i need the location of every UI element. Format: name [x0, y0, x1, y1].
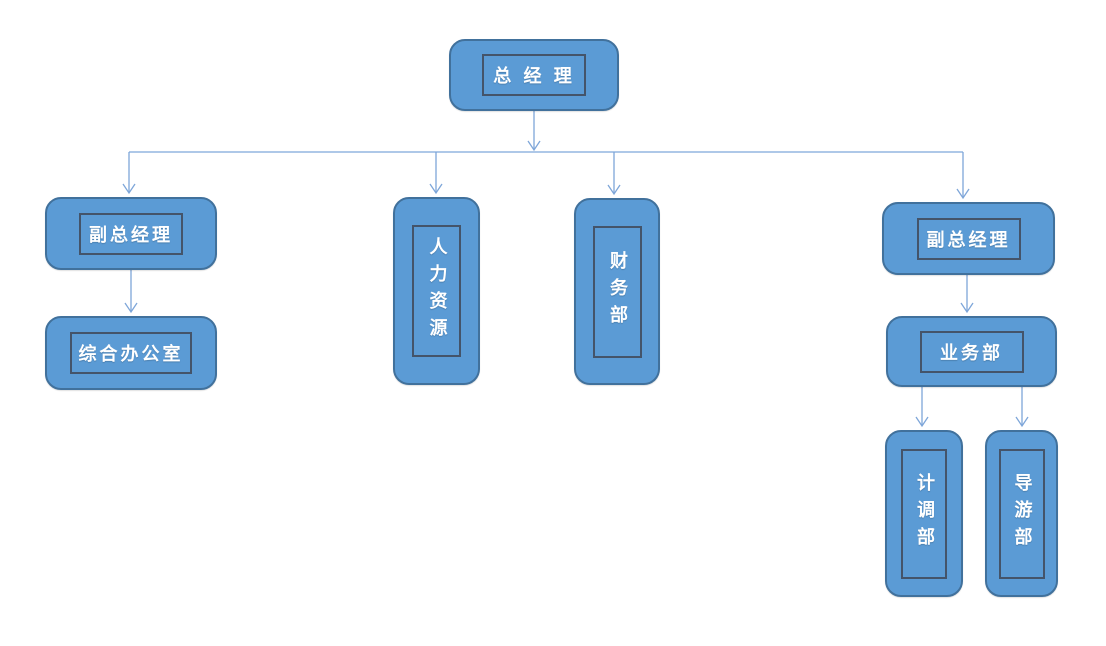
- node-general-office-frame: 综合办公室: [70, 332, 192, 374]
- edge-rail-to-deputy-right-arrow: [956, 188, 970, 200]
- node-guide-dept-frame: 导游部: [998, 448, 1045, 579]
- node-business-dept-frame: 业务部: [919, 330, 1024, 373]
- node-human-resources: 人力资源: [393, 197, 480, 385]
- node-general-office: 综合办公室: [45, 316, 217, 390]
- node-finance-dept-frame: 财务部: [592, 225, 642, 358]
- node-finance-dept-label: 财务部: [607, 251, 628, 332]
- node-guide-dept: 导游部: [985, 430, 1058, 597]
- node-business-dept-label: 业务部: [940, 342, 1003, 364]
- edge-deputy-left-to-office-arrow: [124, 302, 138, 314]
- node-deputy-gm-left-frame: 副总经理: [79, 212, 183, 255]
- node-deputy-gm-left: 副总经理: [45, 197, 217, 270]
- node-deputy-gm-left-label: 副总经理: [89, 224, 173, 246]
- node-general-manager-frame: 总 经 理: [482, 54, 586, 96]
- node-planning-dept-frame: 计调部: [901, 448, 947, 579]
- edge-deputy-right-to-business-arrow: [960, 302, 974, 314]
- node-deputy-gm-right-label: 副总经理: [926, 229, 1011, 251]
- node-human-resources-frame: 人力资源: [412, 225, 461, 357]
- edge-business-to-guide-arrow: [1015, 416, 1029, 428]
- node-general-manager: 总 经 理: [449, 39, 619, 111]
- node-deputy-gm-right: 副总经理: [882, 202, 1055, 275]
- node-finance-dept: 财务部: [574, 198, 660, 385]
- node-deputy-gm-right-frame: 副总经理: [916, 217, 1021, 260]
- edge-rail-to-deputy-left-arrow: [122, 183, 136, 195]
- node-planning-dept: 计调部: [885, 430, 963, 597]
- node-guide-dept-label: 导游部: [1011, 473, 1033, 554]
- node-planning-dept-label: 计调部: [914, 473, 935, 554]
- node-human-resources-label: 人力资源: [426, 237, 448, 345]
- node-general-manager-label: 总 经 理: [493, 66, 575, 87]
- node-business-dept: 业务部: [886, 316, 1057, 387]
- edge-gm-trunk-arrow: [527, 140, 541, 152]
- edge-rail-to-finance-arrow: [607, 184, 621, 196]
- edge-business-to-planning-arrow: [915, 416, 929, 428]
- node-general-office-label: 综合办公室: [78, 344, 184, 365]
- edge-rail-to-hr-arrow: [429, 183, 443, 195]
